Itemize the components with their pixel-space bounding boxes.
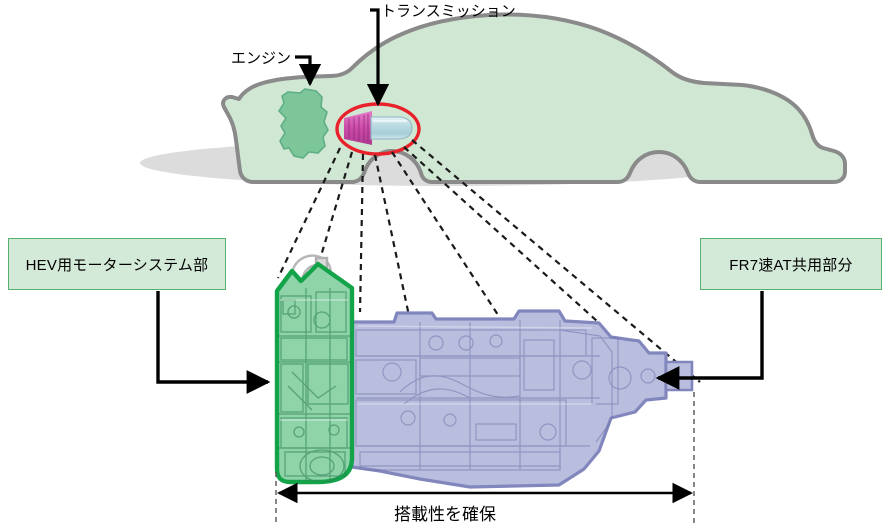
label-box-hev-motor-system-text: HEV用モーターシステム部 (25, 256, 209, 274)
engine-block-shape (277, 88, 329, 159)
label-box-hev-motor-system: HEV用モーターシステム部 (8, 238, 226, 290)
right-box-connector-arrow (655, 291, 764, 390)
mini-transmission-assembly (344, 111, 413, 145)
dimension-extension-lines (275, 392, 695, 524)
mini-transmission-body (370, 116, 413, 140)
label-box-fr7at-shared: FR7速AT共用部分 (700, 238, 882, 290)
callout-fan-lines (277, 139, 701, 383)
at-section-cutaway (348, 309, 694, 489)
at-output-shaft (664, 360, 694, 392)
label-box-fr7at-shared-text: FR7速AT共用部分 (729, 256, 853, 274)
motor-section-body (274, 261, 355, 485)
left-box-connector-arrow (156, 291, 271, 394)
transmission-callout-arrow (366, 8, 390, 107)
dimension-caption: 搭載性を確保 (394, 505, 496, 524)
engine-callout-arrow (295, 55, 322, 87)
mini-bellhousing-magenta (344, 111, 372, 145)
callout-label-transmission: トランスミッション (381, 3, 516, 20)
callout-label-engine: エンジン (231, 50, 292, 67)
motor-section-cutaway (274, 254, 355, 485)
